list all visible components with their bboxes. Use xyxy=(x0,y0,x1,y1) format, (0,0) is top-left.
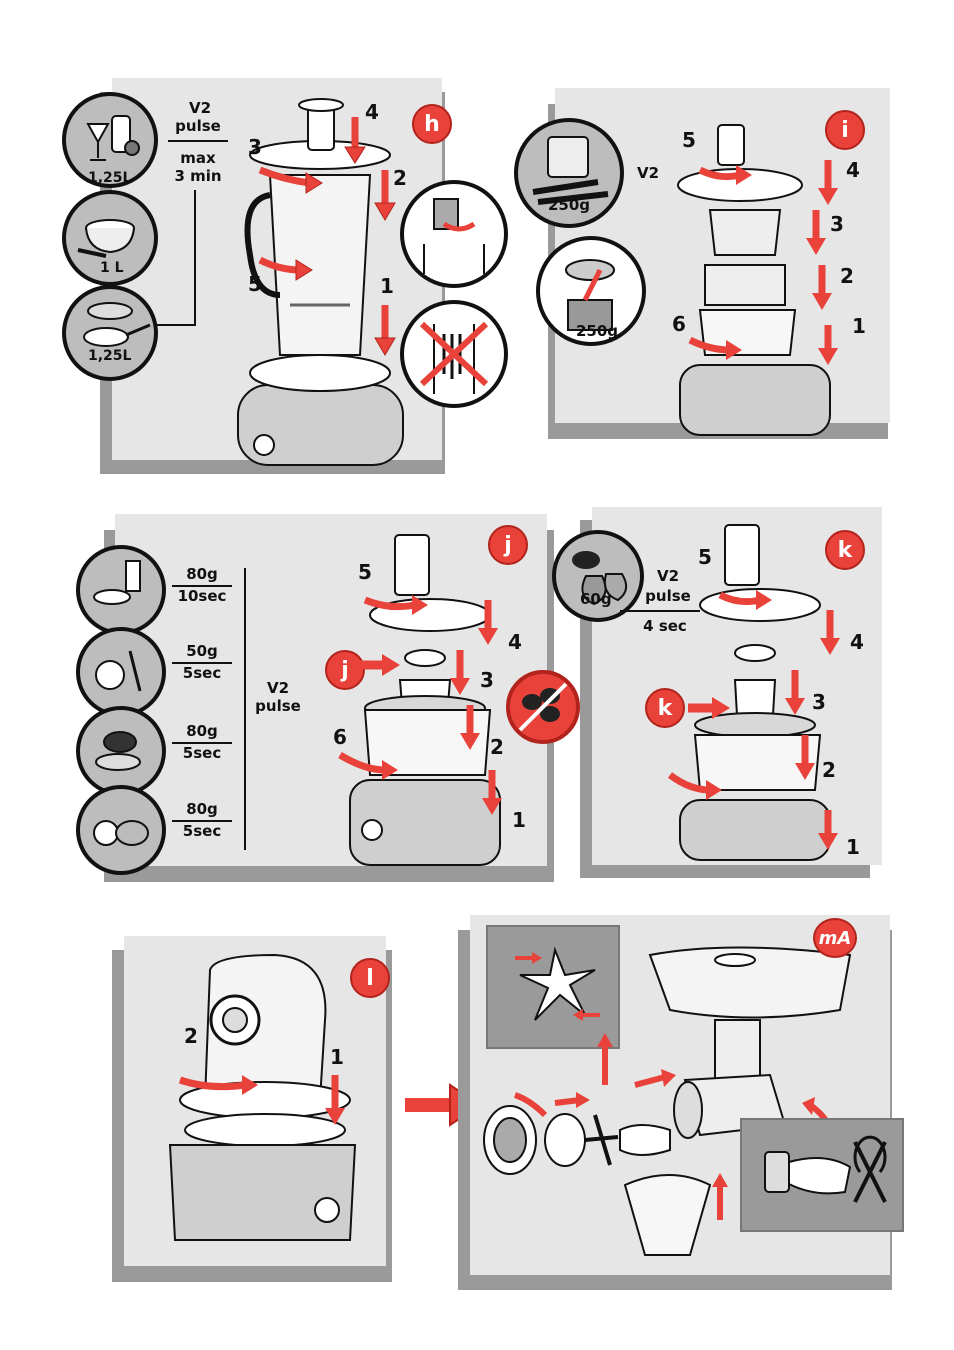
setting-divider xyxy=(168,140,228,142)
side-badge-k: k xyxy=(645,688,685,728)
recipe-drinks-icon xyxy=(62,92,158,188)
step-number-l-1: 1 xyxy=(330,1045,344,1069)
capacity-label-1: 1,25L xyxy=(88,170,132,186)
ratio-time-2: 5sec xyxy=(182,664,222,682)
carrots-icon xyxy=(514,118,624,228)
recipe-meat-icon xyxy=(76,706,166,796)
step-number-i-3: 3 xyxy=(830,212,844,236)
max-label: max xyxy=(180,149,216,167)
side-badge-j: j xyxy=(325,650,365,690)
weight-label-2: 250g xyxy=(576,322,619,340)
meat-grinder-illustration xyxy=(483,946,852,1256)
weight-label-1: 250g xyxy=(548,196,591,214)
rows-divider xyxy=(244,568,246,850)
motor-head-illustration xyxy=(168,953,357,1241)
setting-divider-k xyxy=(620,610,700,612)
ratio-row-1: 80g 10sec xyxy=(172,565,232,605)
step-number-i-1: 1 xyxy=(852,314,866,338)
panel-badge-h: h xyxy=(412,104,452,144)
step-number-h-3: 4 xyxy=(365,100,379,124)
max-time-label: 3 min xyxy=(174,167,222,185)
step-number-j-1: 1 xyxy=(512,808,526,832)
ratio-qty-4: 80g xyxy=(172,800,232,822)
speed-setting-k: V2 xyxy=(656,567,680,585)
ratio-time-1: 10sec xyxy=(177,587,227,605)
step-number-i-4: 4 xyxy=(846,158,860,182)
recipe-onion-icon xyxy=(76,627,166,717)
no-hard-food-warning-icon xyxy=(506,670,580,744)
step-number-h-4: 5 xyxy=(248,272,262,296)
step-arrows-i xyxy=(688,160,838,365)
step-number-k-1: 1 xyxy=(846,835,860,859)
recipe-herbs-icon xyxy=(76,545,166,635)
speed-setting-i: V2 xyxy=(636,164,660,182)
speed-setting-j: V2 xyxy=(266,679,290,697)
step-number-i-5: 5 xyxy=(682,128,696,152)
ratio-qty-3: 80g xyxy=(172,722,232,744)
weight-label-k: 60g xyxy=(580,590,612,608)
step-number-i-2: 2 xyxy=(840,264,854,288)
recipe-batter-icon xyxy=(62,285,158,381)
panel-badge-j: j xyxy=(488,525,528,565)
step-number-i-6: 6 xyxy=(672,312,686,336)
blender-illustration xyxy=(237,98,404,466)
bracket-line xyxy=(155,190,196,326)
figs-icon xyxy=(552,530,644,622)
recipe-soup-icon xyxy=(62,190,158,286)
step-number-l-2: 2 xyxy=(184,1024,198,1048)
step-number-j-5: 5 xyxy=(358,560,372,584)
processor-k-illustration xyxy=(679,524,831,861)
step-number-j-2: 2 xyxy=(490,735,504,759)
ratio-qty-2: 50g xyxy=(172,642,232,664)
ratio-time-4: 5sec xyxy=(182,822,222,840)
step-arrows-k xyxy=(667,590,840,850)
blade-icon xyxy=(515,946,600,1021)
recipe-cheese-icon xyxy=(76,785,166,875)
hand-tighten-icon xyxy=(764,1135,887,1203)
step-number-j-6: 6 xyxy=(333,725,347,749)
panel-badge-i: i xyxy=(825,110,865,150)
panel-badge-k: k xyxy=(825,530,865,570)
step-number-h-0: 1 xyxy=(380,274,394,298)
ratio-time-3: 5sec xyxy=(182,744,222,762)
time-label-k: 4 sec xyxy=(643,617,687,635)
ice-filling-detail-icon xyxy=(400,180,508,288)
no-hands-warning-icon xyxy=(400,300,508,408)
step-number-k-4: 4 xyxy=(850,630,864,654)
step-arrows-j xyxy=(338,595,502,815)
step-number-k-3: 3 xyxy=(812,690,826,714)
step-number-j-4: 4 xyxy=(508,630,522,654)
step-arrows-l xyxy=(178,1075,345,1125)
pulse-label: pulse xyxy=(175,117,221,135)
step-number-h-2: 3 xyxy=(248,135,262,159)
step-number-h-1: 2 xyxy=(393,166,407,190)
capacity-label-3: 1,25L xyxy=(88,348,132,364)
processor-j-illustration xyxy=(349,534,501,866)
ratio-row-4: 80g 5sec xyxy=(172,800,232,840)
speed-setting-label: V2 xyxy=(188,99,212,117)
ratio-row-3: 80g 5sec xyxy=(172,722,232,762)
step-arrows-h xyxy=(258,117,396,356)
step-number-j-3: 3 xyxy=(480,668,494,692)
grating-detail-icon xyxy=(536,236,646,346)
pulse-label-k: pulse xyxy=(645,587,691,605)
panel-badge-l: l xyxy=(350,958,390,998)
step-number-k-5: 5 xyxy=(698,545,712,569)
capacity-label-2: 1 L xyxy=(100,260,124,276)
step-number-k-2: 2 xyxy=(822,758,836,782)
pulse-label-j: pulse xyxy=(255,697,301,715)
panel-badge-m: mA xyxy=(813,918,857,958)
ratio-row-2: 50g 5sec xyxy=(172,642,232,682)
ratio-qty-1: 80g xyxy=(172,565,232,587)
